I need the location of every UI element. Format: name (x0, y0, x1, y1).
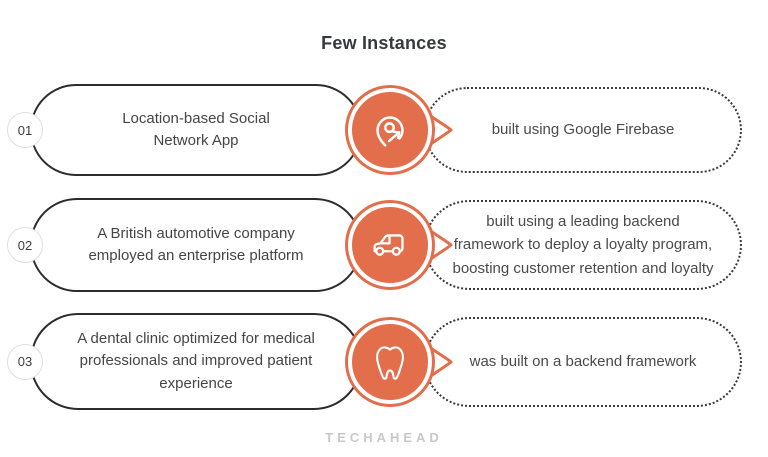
icon-circle (348, 88, 432, 172)
location-share-icon (376, 116, 404, 147)
case-pill: A British automotive company employed an… (30, 198, 362, 292)
result-text: was built on a backend framework (469, 352, 697, 370)
result-text: built using a leading backend framework … (452, 213, 714, 277)
row-number-badge: 02 (7, 227, 43, 263)
row-number-badge: 01 (7, 112, 43, 148)
icon-circle (348, 203, 432, 287)
instance-row-1: Location-based Social Network App 01 bui… (0, 84, 768, 176)
result-bubble: was built on a backend framework (424, 316, 742, 407)
techahead-logo: TECHAHEAD (325, 430, 443, 445)
result-text: built using Google Firebase (491, 121, 675, 139)
case-text: Location-based Social Network App (122, 109, 270, 150)
car-icon (373, 234, 404, 256)
case-pill: Location-based Social Network App (30, 84, 362, 176)
instance-row-2: A British automotive company employed an… (0, 198, 768, 292)
result-bubble: built using Google Firebase (424, 87, 742, 173)
instance-row-3: A dental clinic optimized for medical pr… (0, 313, 768, 410)
case-text: A dental clinic optimized for medical pr… (77, 329, 315, 392)
result-bubble: built using a leading backend framework … (424, 200, 742, 290)
icon-circle (348, 319, 432, 404)
case-pill: A dental clinic optimized for medical pr… (30, 313, 362, 410)
page-title: Few Instances (321, 33, 447, 53)
row-number-badge: 03 (7, 343, 43, 380)
case-text: A British automotive company employed an… (88, 224, 304, 265)
tooth-icon (376, 345, 404, 380)
